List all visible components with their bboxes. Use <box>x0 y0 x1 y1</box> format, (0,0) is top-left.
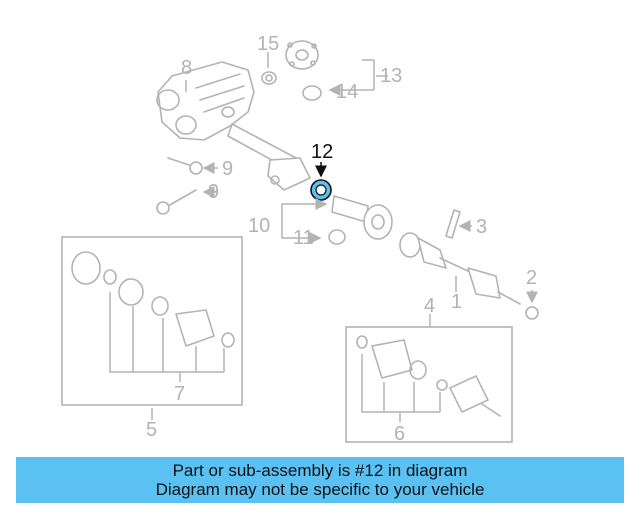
callout-3: 3 <box>476 216 487 238</box>
callout-12: 12 <box>311 141 333 163</box>
callout-14: 14 <box>336 81 358 103</box>
callout-1: 1 <box>451 291 462 313</box>
callout-4: 4 <box>424 295 435 317</box>
axle-shaft-part <box>399 232 539 320</box>
callout-10: 10 <box>248 215 270 237</box>
callout-11: 11 <box>293 227 314 249</box>
banner-line-1: Part or sub-assembly is #12 in diagram <box>172 461 468 480</box>
bolt-parts <box>156 157 203 215</box>
differential-housing-part <box>156 61 311 191</box>
kit-box-4 <box>345 326 513 443</box>
leader-lines <box>151 52 538 420</box>
oil-seal-part-12 <box>310 179 332 201</box>
flange-assembly-part <box>261 40 322 101</box>
callout-5: 5 <box>146 419 157 441</box>
outer-boot-kit-parts <box>71 251 235 382</box>
callout-9-lower: 9 <box>208 181 219 203</box>
banner-line-2: Diagram may not be specific to your vehi… <box>155 480 485 499</box>
callout-15: 15 <box>257 33 279 55</box>
kit-box-5 <box>61 236 243 406</box>
callout-8: 8 <box>181 57 192 79</box>
bracket-part <box>445 209 461 239</box>
callout-6: 6 <box>394 423 405 445</box>
inner-boot-kit-parts <box>356 335 501 422</box>
callout-7: 7 <box>174 383 185 405</box>
callout-9-upper: 9 <box>222 158 233 180</box>
info-banner: Part or sub-assembly is #12 in diagram D… <box>16 457 624 503</box>
stub-shaft-part <box>328 195 393 245</box>
callout-2: 2 <box>526 267 537 289</box>
callout-13: 13 <box>380 65 402 87</box>
